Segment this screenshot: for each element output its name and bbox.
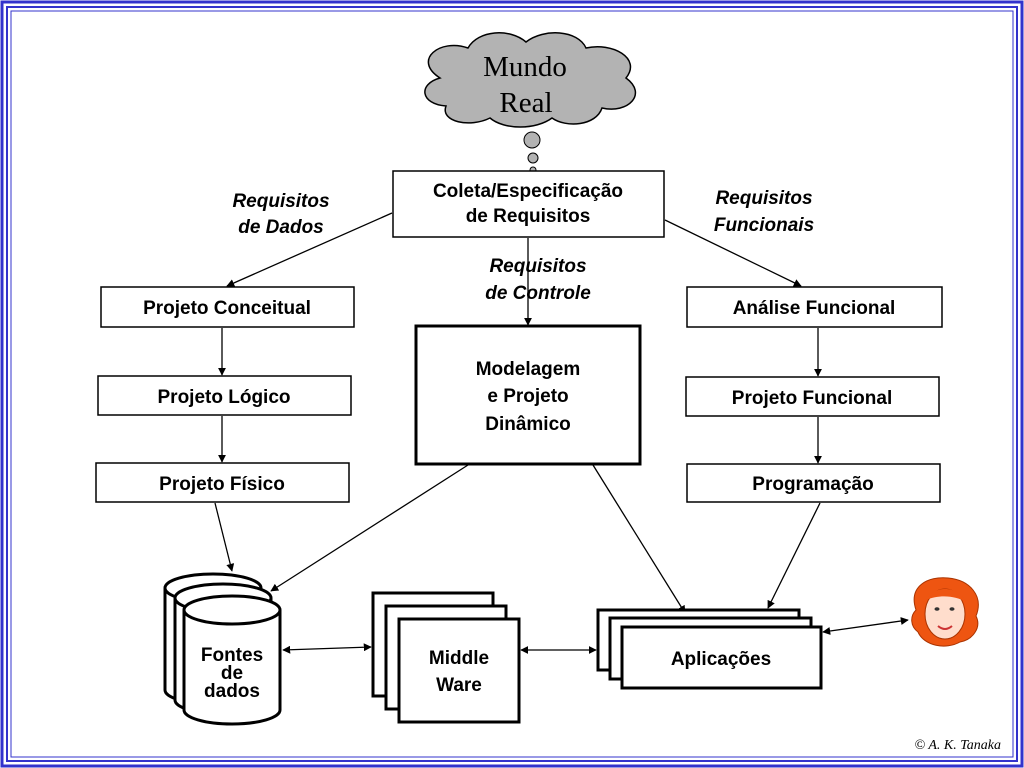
arrow-modelagem-fontes xyxy=(270,464,469,592)
fontes-de-dados-cylinders xyxy=(163,572,282,726)
cloud-text-line2: Real xyxy=(499,87,552,119)
coleta-especificacao-box: Coleta/Especificação de Requisitos xyxy=(392,170,665,238)
analise-funcional-label: Análise Funcional xyxy=(733,298,896,319)
projeto-conceitual-box: Projeto Conceitual xyxy=(100,286,355,328)
arrow-programacao-aplicacoes xyxy=(767,502,821,609)
modelagem-line2: e Projeto xyxy=(487,386,568,407)
fontes-line3: dados xyxy=(204,681,260,702)
arrow-to-analise xyxy=(664,219,802,287)
programacao-box: Programação xyxy=(686,463,941,503)
req-controle-line1: Requisitos xyxy=(489,256,586,277)
connector-arrows xyxy=(214,212,909,654)
analise-funcional-box: Análise Funcional xyxy=(686,286,943,328)
coleta-text-line1: Coleta/Especificação xyxy=(433,181,623,202)
thought-bubble-medium xyxy=(527,152,539,164)
arrow-aplicacoes-user xyxy=(822,617,909,635)
middleware-line2: Ware xyxy=(436,675,482,696)
req-dados-line1: Requisitos xyxy=(232,191,329,212)
projeto-conceitual-label: Projeto Conceitual xyxy=(143,298,311,319)
projeto-funcional-label: Projeto Funcional xyxy=(732,388,892,409)
req-funcionais-line1: Requisitos xyxy=(715,188,812,209)
req-controle-line2: de Controle xyxy=(485,283,591,304)
arrow-modelagem-aplicacoes xyxy=(592,464,686,614)
arrow-fisico-fontes xyxy=(214,502,235,572)
middleware-line1: Middle xyxy=(429,648,489,669)
req-dados-line2: de Dados xyxy=(238,217,324,238)
user-avatar-icon xyxy=(911,577,979,647)
thought-bubble-large xyxy=(523,131,541,149)
aplicacoes-stack xyxy=(596,608,823,690)
aplicacoes-label: Aplicações xyxy=(671,649,771,670)
projeto-logico-box: Projeto Lógico xyxy=(97,375,352,416)
copyright-text: © A. K. Tanaka xyxy=(915,738,1002,753)
arrow-to-conceitual xyxy=(226,212,393,287)
middleware-stack xyxy=(371,591,521,724)
mundo-real-cloud: Mundo Real xyxy=(424,32,637,174)
fontes-line2: de xyxy=(221,663,243,684)
projeto-fisico-box: Projeto Físico xyxy=(95,462,350,503)
coleta-text-line2: de Requisitos xyxy=(466,206,591,227)
cloud-text-line1: Mundo xyxy=(483,51,567,83)
projeto-funcional-box: Projeto Funcional xyxy=(685,376,940,417)
arrow-fontes-middleware xyxy=(282,643,372,654)
fontes-line1: Fontes xyxy=(201,645,263,666)
req-funcionais-line2: Funcionais xyxy=(714,215,814,236)
modelagem-line1: Modelagem xyxy=(476,359,581,380)
projeto-fisico-label: Projeto Físico xyxy=(159,474,285,495)
programacao-label: Programação xyxy=(752,474,873,495)
modelagem-line3: Dinâmico xyxy=(485,414,571,435)
modelagem-projeto-dinamico-box: Modelagem e Projeto Dinâmico xyxy=(414,324,642,466)
projeto-logico-label: Projeto Lógico xyxy=(158,387,291,408)
